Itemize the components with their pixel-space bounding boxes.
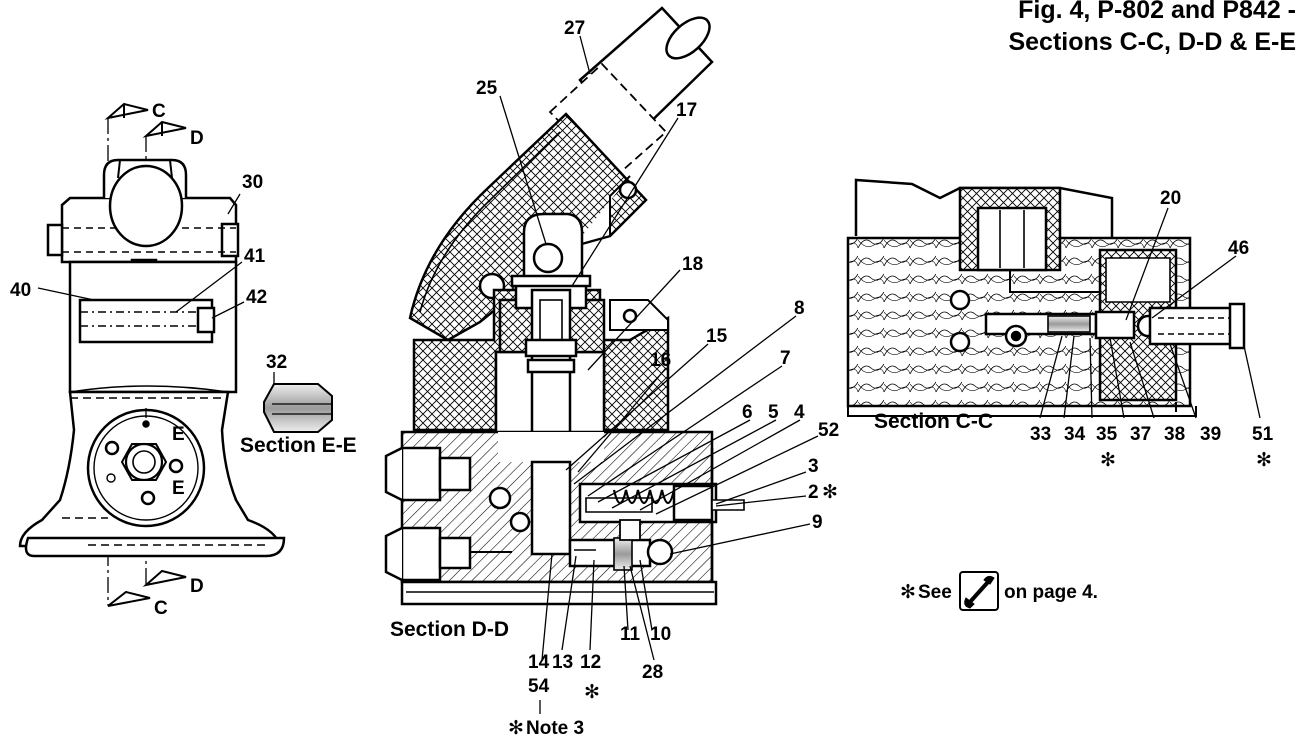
callout-11: 11	[620, 624, 641, 645]
section-d-d-view	[384, 6, 745, 606]
callout-54: 54	[528, 676, 550, 697]
callout-10: 10	[650, 624, 671, 645]
front-elevation-view	[18, 118, 286, 605]
callout-27: 27	[564, 18, 585, 39]
leaders-left-view	[37, 193, 245, 319]
callout-13: 13	[552, 652, 573, 673]
section-e-e-detail	[263, 372, 333, 433]
section-c-c-label: Section C-C	[874, 410, 993, 433]
cut-mark-c-top: C	[152, 101, 166, 122]
callout-51: 51	[1252, 424, 1274, 445]
callout-7: 7	[780, 348, 791, 369]
callout-18: 18	[682, 254, 703, 275]
callout-2: 2	[808, 482, 819, 503]
callout-15: 15	[706, 326, 728, 347]
cut-mark-d-bottom: D	[190, 576, 204, 597]
callout-30: 30	[242, 172, 263, 193]
callout-9: 9	[812, 512, 823, 533]
callout-42: 42	[246, 287, 267, 308]
cut-mark-e-lower: E	[172, 478, 185, 499]
callout-3: 3	[808, 456, 819, 477]
wrench-icon	[959, 571, 999, 611]
cut-mark-d-top: D	[190, 128, 204, 149]
callout-28: 28	[642, 662, 663, 683]
callout-4: 4	[794, 402, 805, 423]
callout-6: 6	[742, 402, 753, 423]
callout-35-asterisk: ✻	[1100, 450, 1116, 471]
figure-title-line-1: Fig. 4, P-802 and P842 -	[1018, 0, 1296, 24]
callout-20: 20	[1160, 188, 1181, 209]
callout-46: 46	[1228, 238, 1249, 259]
note-suffix: on page 4.	[1004, 582, 1098, 603]
callout-52: 52	[818, 420, 839, 441]
callout-12-asterisk: ✻	[584, 682, 600, 703]
callout-8: 8	[794, 298, 805, 319]
figure-title-line-2: Sections C-C, D-D & E-E	[1008, 28, 1296, 56]
callout-2-asterisk: ✻	[822, 482, 838, 503]
callout-5: 5	[768, 402, 779, 423]
callout-25: 25	[476, 78, 498, 99]
note3-asterisk: ✻	[508, 718, 524, 739]
leaders-section-c-c	[1039, 207, 1261, 419]
note-see: See	[918, 582, 952, 603]
callout-32: 32	[266, 352, 287, 373]
callout-16: 16	[650, 350, 671, 371]
callout-35: 35	[1096, 424, 1118, 445]
section-e-e-label: Section E-E	[240, 434, 357, 457]
callout-14: 14	[528, 652, 550, 673]
section-d-d-label: Section D-D	[390, 618, 509, 641]
callout-12: 12	[580, 652, 601, 673]
cut-mark-e-upper: E	[172, 424, 185, 445]
callout-34: 34	[1064, 424, 1086, 445]
callout-51-asterisk: ✻	[1256, 450, 1272, 471]
section-c-c-view	[846, 178, 1246, 417]
note3-label: Note 3	[526, 718, 584, 739]
callout-41: 41	[244, 246, 266, 267]
cut-arrows-left	[104, 102, 187, 607]
callout-37: 37	[1130, 424, 1151, 445]
callout-17: 17	[676, 100, 697, 121]
leaders-section-d-d	[499, 35, 819, 714]
callout-39: 39	[1200, 424, 1221, 445]
callout-40: 40	[10, 280, 31, 301]
callout-33: 33	[1030, 424, 1051, 445]
callout-38: 38	[1164, 424, 1185, 445]
note-asterisk: ✻	[900, 582, 916, 603]
cut-mark-c-bottom: C	[154, 598, 168, 619]
